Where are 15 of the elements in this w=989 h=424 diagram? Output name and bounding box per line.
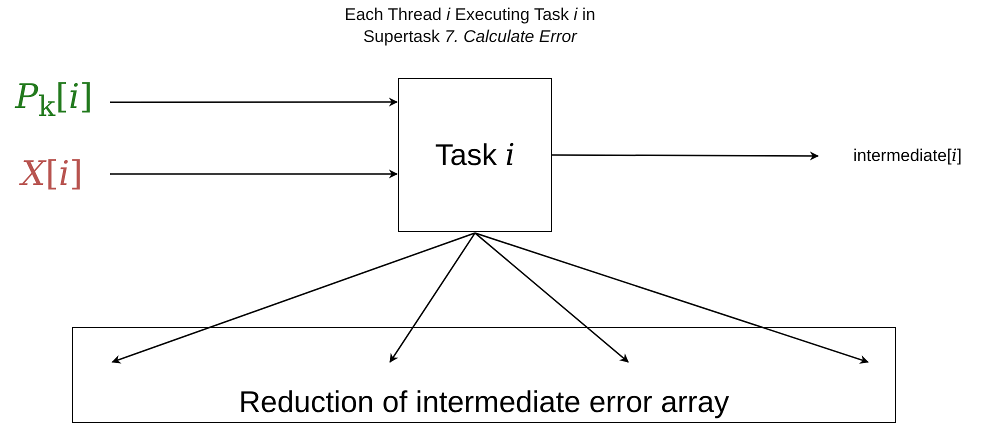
arrow xyxy=(474,232,869,364)
box-label: Reduction of intermediate error array xyxy=(238,386,730,420)
input-label: X[i] xyxy=(21,154,83,194)
input-label: P$_{k}$[i] xyxy=(15,77,93,123)
output-label: intermediate[i] xyxy=(853,146,962,166)
arrow xyxy=(110,98,398,107)
arrow xyxy=(552,151,819,160)
arrow xyxy=(474,232,629,363)
box-label: Task i xyxy=(435,138,515,172)
diagram-title: Each Thread i Executing Task i in Supertask 7. Calculate Error xyxy=(344,4,596,48)
arrow xyxy=(112,232,476,364)
arrow xyxy=(389,232,476,363)
task-box xyxy=(398,78,552,232)
reduction-box xyxy=(72,327,896,423)
arrow xyxy=(110,169,398,178)
